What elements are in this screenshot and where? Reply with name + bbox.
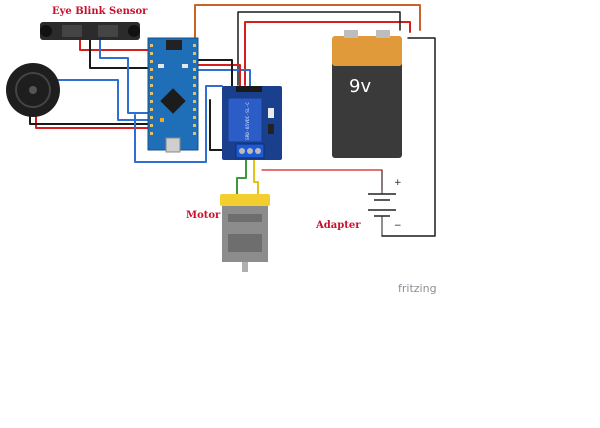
wire-red-adapter bbox=[261, 169, 383, 191]
battery-body bbox=[332, 40, 402, 158]
motor-stripe-top bbox=[228, 214, 262, 222]
relay-module: SRD-05VDC-SL-C bbox=[222, 86, 282, 160]
relay-diode bbox=[268, 124, 274, 134]
battery-terminal-pos bbox=[344, 30, 358, 38]
battery-9v: 9v bbox=[332, 30, 402, 158]
adapter-plus: + bbox=[394, 178, 402, 188]
relay-screw-3 bbox=[255, 148, 261, 154]
motor-cap bbox=[220, 194, 270, 206]
arduino-smd-3 bbox=[160, 118, 164, 122]
relay-screw-1 bbox=[239, 148, 245, 154]
wire-orange-battery bbox=[194, 4, 421, 41]
relay-cube bbox=[227, 97, 263, 143]
wire-red-buzzer bbox=[35, 111, 149, 129]
arduino-pins-right bbox=[193, 44, 196, 135]
dc-motor bbox=[220, 194, 270, 272]
wire-black-relay-top bbox=[237, 11, 401, 86]
battery-label: 9v bbox=[349, 76, 371, 97]
wire-black-sensor bbox=[89, 39, 149, 69]
arduino-usb bbox=[165, 137, 181, 153]
wire-black-relay-3 bbox=[197, 59, 233, 89]
buzzer-ring bbox=[15, 72, 51, 108]
motor-stripe-bottom bbox=[228, 234, 262, 252]
wire-yellow-motor bbox=[253, 159, 259, 196]
relay-header bbox=[236, 86, 262, 92]
adapter-symbol: + − bbox=[368, 170, 402, 236]
wire-red-relay-2 bbox=[197, 64, 241, 89]
wire-black-relay-5 bbox=[209, 99, 223, 151]
buzzer-center bbox=[29, 86, 37, 94]
relay-cube-text: SRD-05VDC-SL-C bbox=[245, 102, 251, 140]
sensor-label: Eye Blink Sensor bbox=[52, 6, 148, 17]
wire-black-battery-return bbox=[381, 37, 436, 237]
sensor-window-right bbox=[98, 25, 118, 37]
sensor-lens-right bbox=[128, 25, 140, 37]
wire-red-battery-relay bbox=[244, 21, 411, 86]
sensor-lens-left bbox=[40, 25, 52, 37]
fritzing-watermark: fritzing bbox=[398, 282, 437, 295]
relay-led bbox=[268, 108, 274, 118]
arduino-nano bbox=[147, 37, 199, 153]
battery-terminal-neg bbox=[376, 30, 390, 38]
sensor-window-left bbox=[62, 25, 82, 37]
buzzer bbox=[6, 63, 60, 117]
wire-red-sensor bbox=[79, 39, 171, 51]
wire-green-motor bbox=[236, 159, 247, 196]
adapter-minus: − bbox=[394, 221, 402, 231]
wire-blue-relay-4 bbox=[134, 85, 223, 163]
motor-shaft bbox=[242, 262, 248, 272]
arduino-smd-2 bbox=[182, 64, 188, 68]
adapter-label: Adapter bbox=[315, 220, 361, 231]
battery-cap bbox=[332, 36, 402, 66]
arduino-icsp bbox=[166, 40, 182, 50]
wire-blue-relay-1 bbox=[197, 69, 251, 89]
wire-blue-sensor bbox=[99, 39, 149, 114]
motor-label: Motor bbox=[186, 210, 221, 221]
arduino-pins-left bbox=[150, 44, 153, 135]
relay-screw-2 bbox=[247, 148, 253, 154]
arduino-smd-1 bbox=[158, 64, 164, 68]
eye-blink-sensor bbox=[40, 22, 140, 40]
sensor-body bbox=[40, 22, 140, 40]
